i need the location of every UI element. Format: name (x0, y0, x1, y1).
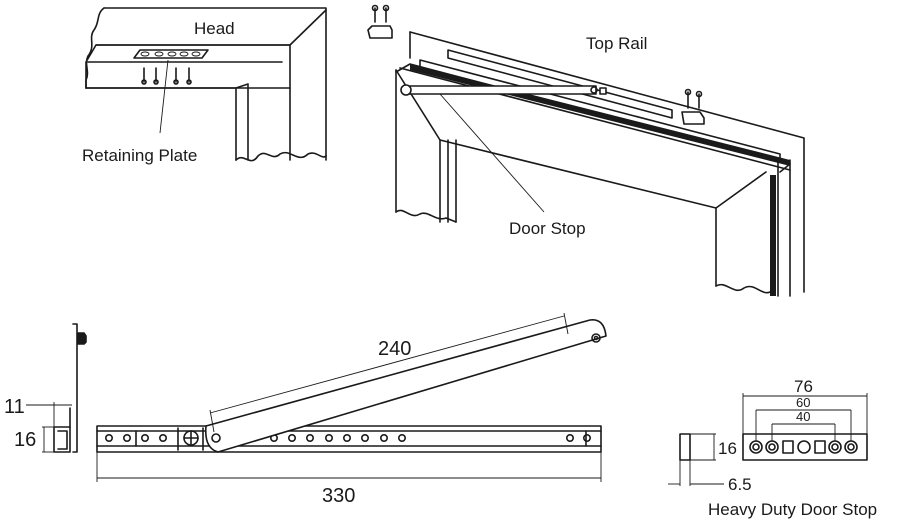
retaining-plate-leader (159, 59, 169, 134)
rail-end-block-icon (681, 88, 705, 125)
head-bevel (95, 9, 327, 46)
arm-end-hole (591, 333, 601, 343)
dim-76: 76 (794, 377, 813, 396)
frame-front-bevel (395, 69, 767, 209)
label-head: Head (194, 19, 235, 38)
arm-pivot-hole (211, 433, 221, 443)
left-jamb (439, 139, 457, 223)
head-outer-edge (103, 7, 327, 161)
head-jamb-inner (85, 83, 249, 161)
rail-arm (204, 319, 607, 453)
head-break-bottom (235, 151, 327, 162)
dim-16-side: 16 (14, 429, 36, 451)
head-break-left (85, 7, 105, 89)
hd-holes (749, 440, 858, 454)
hd-center-hole (797, 440, 811, 454)
dim-16-hd: 16 (718, 439, 737, 458)
hd-side-profile (679, 433, 691, 461)
label-retaining-plate: Retaining Plate (82, 146, 197, 165)
side-plate (72, 323, 78, 453)
dim-60: 60 (796, 395, 810, 410)
rail-and-arm-drawing (96, 312, 607, 482)
head-corner-drawing (85, 7, 327, 162)
dim-330: 330 (322, 485, 355, 507)
dim-6-5: 6.5 (728, 475, 752, 494)
side-profile-drawing (26, 323, 87, 453)
plate-screws-icon (141, 67, 192, 85)
dim-40: 40 (796, 409, 810, 424)
arm-pivot (400, 84, 412, 96)
dim-240: 240 (378, 338, 411, 360)
door-stop-leader (439, 93, 545, 213)
side-screw-head-icon (77, 332, 87, 345)
door-stop-arm (403, 85, 597, 95)
dim-line-240 (209, 315, 565, 414)
heavy-duty-stop-drawing (668, 393, 868, 486)
rail-body (96, 425, 602, 453)
frame-back-edge (409, 31, 805, 293)
label-door-stop: Door Stop (509, 219, 586, 238)
dim-11: 11 (4, 396, 25, 418)
hd-front-body (742, 433, 868, 461)
loose-stop-block-icon (367, 4, 393, 39)
label-heavy-duty-door-stop: Heavy Duty Door Stop (708, 500, 877, 519)
rail-screw-icon (183, 430, 199, 446)
rebate-band (410, 64, 790, 166)
label-top-rail: Top Rail (586, 34, 647, 53)
retaining-plate (133, 49, 209, 59)
side-channel (53, 426, 71, 453)
door-frame-drawing (367, 4, 805, 297)
